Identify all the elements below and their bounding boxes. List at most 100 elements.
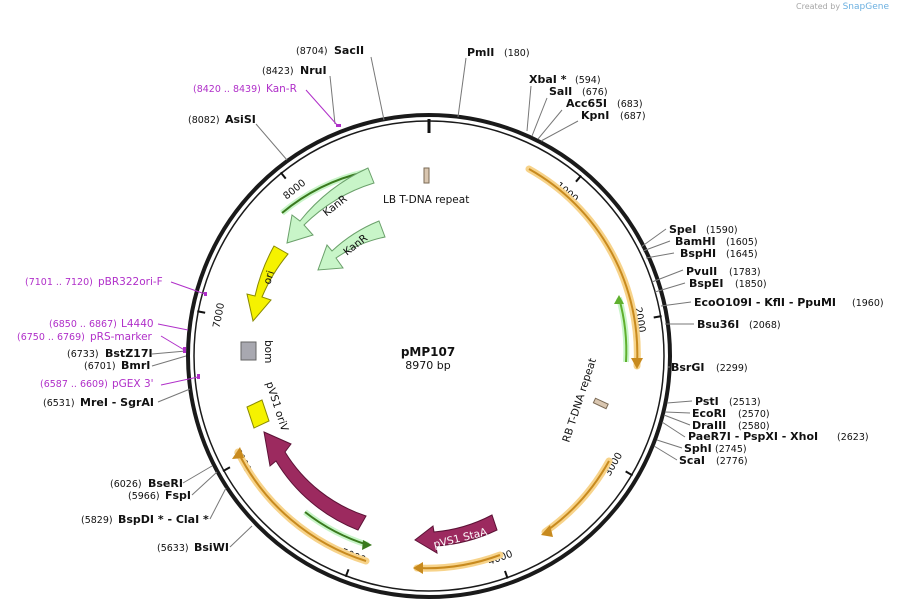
orange-arc-bottom-head: [413, 562, 423, 574]
primer-prs-marker[interactable]: (6750 .. 6769) pRS-marker: [17, 331, 153, 343]
enzyme-bstz17i[interactable]: (6733) BstZ17I: [67, 347, 153, 360]
snapgene-brand: SnapGene: [842, 2, 889, 12]
pmli-name: PmlI: [467, 46, 494, 59]
bsiwi-name: BsiWI: [194, 541, 229, 554]
enzyme-ecoo109i[interactable]: EcoO109I - KflI - PpuMI (1960): [694, 296, 884, 309]
bom-feature[interactable]: bom: [240, 340, 274, 363]
sacii-name: SacII: [334, 44, 364, 57]
enzyme-nrui[interactable]: (8423) NruI: [262, 64, 327, 77]
nrui-name: NruI: [300, 64, 327, 77]
enzyme-sphi[interactable]: SphI (2745): [684, 442, 747, 455]
enzyme-bspdi[interactable]: (5829) BspDI * - ClaI *: [81, 513, 209, 526]
kanr-feature-2[interactable]: KanR: [317, 220, 386, 271]
orange-arc-glow-br: [541, 457, 613, 536]
enzyme-bamhi[interactable]: BamHI (1605): [675, 235, 758, 248]
enzyme-bspei[interactable]: BspEI (1850): [689, 277, 767, 290]
bsphi-name: BspHI: [680, 247, 716, 260]
pvs1-staa-feature[interactable]: pVS1 StaA: [414, 514, 498, 554]
kanr-primer-mark: [336, 124, 341, 127]
mrei-name: MreI - SgrAI: [80, 396, 154, 409]
orange-arc-left-head: [232, 447, 244, 459]
orange-arc-right: [528, 168, 639, 367]
enzyme-acc65i[interactable]: Acc65I (683): [566, 97, 643, 110]
paer7i-name: PaeR7I - PspXI - XhoI: [688, 430, 818, 443]
enzyme-pvuii[interactable]: PvuII (1783): [686, 265, 761, 278]
enzyme-draiii[interactable]: DraIII (2580): [692, 419, 770, 432]
pvs1-repa-feature[interactable]: pVS1 RepA: [263, 431, 367, 531]
enzyme-bseri[interactable]: (6026) BseRI: [110, 477, 183, 490]
pgex-primer-pos: (6587 .. 6609): [40, 379, 108, 390]
pvuii-name: PvuII: [686, 265, 717, 278]
paer7i-pos: (2623): [837, 432, 869, 443]
enzyme-bsu36i[interactable]: Bsu36I (2068): [697, 318, 781, 331]
primer-pgex-3[interactable]: (6587 .. 6609) pGEX 3': [40, 378, 154, 390]
spei-pos: (1590): [706, 225, 738, 236]
fspi-name: FspI: [165, 489, 191, 502]
enzyme-paer7i[interactable]: PaeR7I - PspXI - XhoI (2623): [688, 430, 869, 443]
enzyme-bsiwi[interactable]: (5633) BsiWI: [157, 541, 229, 554]
enzyme-asisi[interactable]: (8082) AsiSI: [188, 113, 256, 126]
prs-primer-mark: [183, 347, 186, 353]
enzyme-spei[interactable]: SpeI (1590): [669, 223, 738, 236]
orange-arc-right-head: [631, 358, 643, 369]
orange-arc-br-head: [541, 525, 553, 537]
draiii-name: DraIII: [692, 419, 726, 432]
bsrgi-name: BsrGI: [671, 361, 704, 374]
orange-arc-br: [544, 460, 610, 533]
enzyme-sacii[interactable]: (8704) SacII: [296, 44, 364, 57]
psti-pos: (2513): [729, 397, 761, 408]
bspdi-name: BspDI * - ClaI *: [118, 513, 209, 526]
enzyme-bsrgi[interactable]: BsrGI (2299): [671, 361, 748, 374]
lb-repeat-label: LB T-DNA repeat: [383, 194, 469, 206]
enzyme-pmli[interactable]: PmlI (180): [467, 46, 530, 59]
pvs1-oriv-feature[interactable]: pVS1 oriV: [246, 380, 291, 434]
primer-pbr322ori-f[interactable]: (7101 .. 7120) pBR322ori-F: [25, 276, 163, 288]
l4440-primer-name: L4440: [121, 318, 154, 330]
lb-repeat-feature[interactable]: LB T-DNA repeat: [383, 167, 469, 206]
draiii-pos: (2580): [738, 421, 770, 432]
enzyme-mrei[interactable]: (6531) MreI - SgrAI: [43, 396, 154, 409]
ori-label: ori: [261, 269, 277, 286]
mrei-pos: (6531): [43, 398, 75, 409]
enzyme-ecori[interactable]: EcoRI (2570): [692, 407, 770, 420]
ecori-pos: (2570): [738, 409, 770, 420]
bsu36i-name: Bsu36I: [697, 318, 739, 331]
enzyme-sali[interactable]: SalI (676): [549, 85, 608, 98]
rb-repeat-feature[interactable]: RB T-DNA repeat: [560, 357, 609, 444]
enzyme-scai[interactable]: ScaI (2776): [679, 454, 748, 467]
orange-arc-glow-right: [525, 165, 641, 370]
pbr-primer-mark: [204, 292, 207, 296]
sphi-name: SphI: [684, 442, 712, 455]
enzyme-xbai[interactable]: XbaI * (594): [529, 73, 601, 86]
enzyme-bsphi[interactable]: BspHI (1645): [680, 247, 758, 260]
fspi-pos: (5966): [128, 491, 160, 502]
enzyme-kpni[interactable]: KpnI (687): [581, 109, 646, 122]
sphi-pos: (2745): [715, 444, 747, 455]
enzyme-bmri[interactable]: (6701) BmrI: [84, 359, 150, 372]
orange-arc-left: [237, 451, 367, 562]
sali-name: SalI: [549, 85, 572, 98]
primer-kanr[interactable]: (8420 .. 8439) Kan-R: [193, 83, 297, 95]
plasmid-size: 8970 bp: [405, 359, 450, 372]
enzyme-fspi[interactable]: (5966) FspI: [128, 489, 191, 502]
asisi-pos: (8082): [188, 115, 220, 126]
eco-pos: (1960): [852, 298, 884, 309]
bsu36i-pos: (2068): [749, 320, 781, 331]
green-arc-bottom-head: [362, 540, 372, 550]
kanr-primer-name: Kan-R: [266, 83, 297, 95]
pbr-primer-pos: (7101 .. 7120): [25, 277, 93, 288]
bamhi-name: BamHI: [675, 235, 716, 248]
primer-l4440[interactable]: (6850 .. 6867) L4440: [49, 318, 154, 330]
bsiwi-pos: (5633): [157, 543, 189, 554]
ori-feature[interactable]: ori: [246, 245, 289, 323]
pvuii-pos: (1783): [729, 267, 761, 278]
scale-tick-4000: [504, 570, 509, 579]
credit-prefix: Created by: [796, 2, 841, 11]
scale-tick-5000: [344, 568, 350, 578]
scale-tick-7000: [197, 310, 206, 314]
scale-tick-3000: [625, 470, 634, 477]
enzyme-psti[interactable]: PstI (2513): [695, 395, 761, 408]
scai-pos: (2776): [716, 456, 748, 467]
kpni-name: KpnI: [581, 109, 609, 122]
pgex-primer-mark: [197, 374, 200, 379]
